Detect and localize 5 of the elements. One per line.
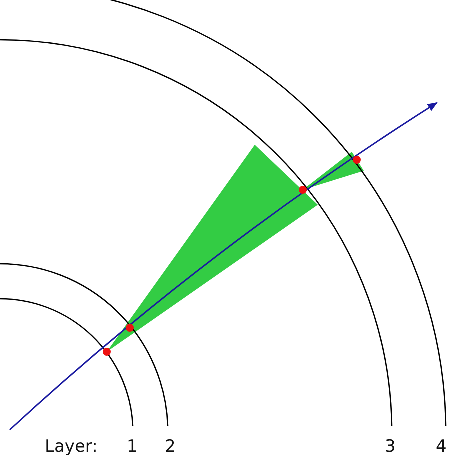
axis-title: Layer:	[45, 437, 98, 457]
layer-number: 4	[436, 437, 447, 457]
layer-number: 3	[385, 437, 396, 457]
layer-number: 1	[127, 437, 138, 457]
layer-number: 2	[165, 437, 176, 457]
